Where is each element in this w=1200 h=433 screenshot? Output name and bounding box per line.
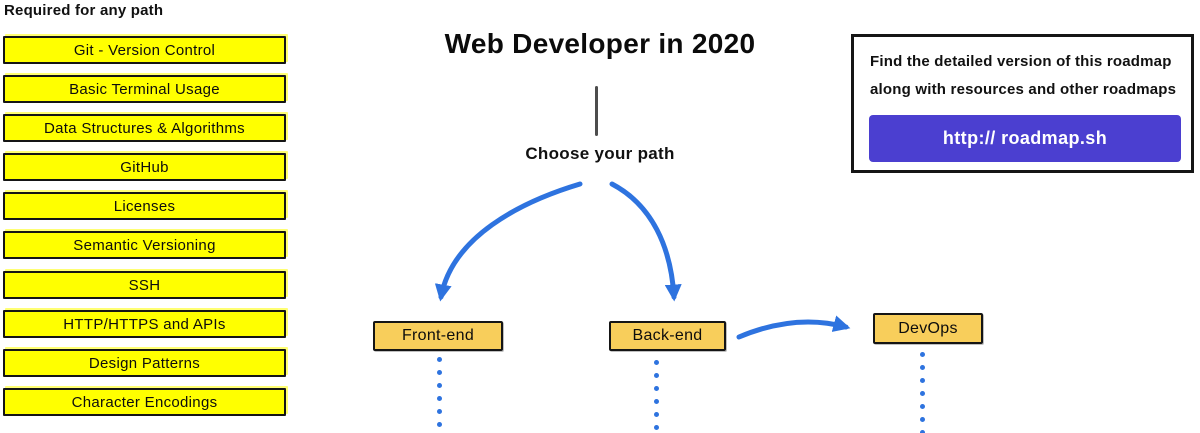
info-text-line2: along with resources and other roadmaps bbox=[870, 81, 1177, 98]
stem-line bbox=[595, 86, 598, 136]
skill-item-basic-terminal-usage[interactable]: Basic Terminal Usage bbox=[3, 75, 286, 103]
dot bbox=[920, 352, 925, 357]
choose-your-path-label: Choose your path bbox=[525, 144, 675, 163]
dot bbox=[437, 409, 442, 414]
dot bbox=[920, 404, 925, 409]
arrow-back-end-to-devops bbox=[736, 315, 851, 340]
skill-item-http-https-apis[interactable]: HTTP/HTTPS and APIs bbox=[3, 310, 286, 338]
skill-item-git-version-control[interactable]: Git - Version Control bbox=[3, 36, 286, 64]
dot bbox=[654, 360, 659, 365]
skill-item-label: SSH bbox=[128, 276, 161, 294]
dot bbox=[654, 412, 659, 417]
info-box: Find the detailed version of this roadma… bbox=[851, 34, 1194, 173]
dot bbox=[654, 373, 659, 378]
skill-item-label: Basic Terminal Usage bbox=[69, 80, 220, 98]
node-devops[interactable]: DevOps bbox=[873, 313, 983, 344]
dotted-connector-devops bbox=[920, 352, 925, 433]
dot bbox=[920, 430, 925, 433]
dot bbox=[437, 370, 442, 375]
info-text-line1: Find the detailed version of this roadma… bbox=[870, 53, 1172, 70]
required-section-heading: Required for any path bbox=[4, 2, 164, 19]
dotted-connector-back-end bbox=[654, 360, 659, 430]
dot bbox=[920, 378, 925, 383]
skill-item-data-structures-algorithms[interactable]: Data Structures & Algorithms bbox=[3, 114, 286, 142]
dot bbox=[920, 417, 925, 422]
skill-item-ssh[interactable]: SSH bbox=[3, 271, 286, 299]
skill-item-label: GitHub bbox=[120, 158, 169, 176]
dot bbox=[920, 391, 925, 396]
skill-item-label: HTTP/HTTPS and APIs bbox=[63, 315, 226, 333]
node-back-end[interactable]: Back-end bbox=[609, 321, 726, 351]
dot bbox=[437, 383, 442, 388]
skill-item-github[interactable]: GitHub bbox=[3, 153, 286, 181]
skill-item-label: Design Patterns bbox=[88, 354, 201, 372]
dot bbox=[437, 396, 442, 401]
skill-item-design-patterns[interactable]: Design Patterns bbox=[3, 349, 286, 377]
arrow-to-back-end bbox=[609, 181, 682, 302]
arrow-to-front-end bbox=[434, 181, 583, 302]
page-title: Web Developer in 2020 bbox=[444, 28, 756, 59]
dot bbox=[437, 357, 442, 362]
skill-item-character-encodings[interactable]: Character Encodings bbox=[3, 388, 286, 416]
skill-item-label: Git - Version Control bbox=[73, 41, 216, 59]
skill-item-label: Character Encodings bbox=[71, 393, 218, 411]
dot bbox=[654, 399, 659, 404]
skill-item-label: Data Structures & Algorithms bbox=[44, 119, 245, 137]
dot bbox=[654, 386, 659, 391]
skill-item-label: Licenses bbox=[113, 197, 176, 215]
dotted-connector-front-end bbox=[437, 357, 442, 427]
skill-item-licenses[interactable]: Licenses bbox=[3, 192, 286, 220]
skill-item-semantic-versioning[interactable]: Semantic Versioning bbox=[3, 231, 286, 259]
dot bbox=[654, 425, 659, 430]
dot bbox=[920, 365, 925, 370]
node-front-end[interactable]: Front-end bbox=[373, 321, 503, 351]
dot bbox=[437, 422, 442, 427]
roadmap-url-button[interactable]: http:// roadmap.sh bbox=[869, 115, 1181, 162]
skill-item-label: Semantic Versioning bbox=[73, 236, 216, 254]
